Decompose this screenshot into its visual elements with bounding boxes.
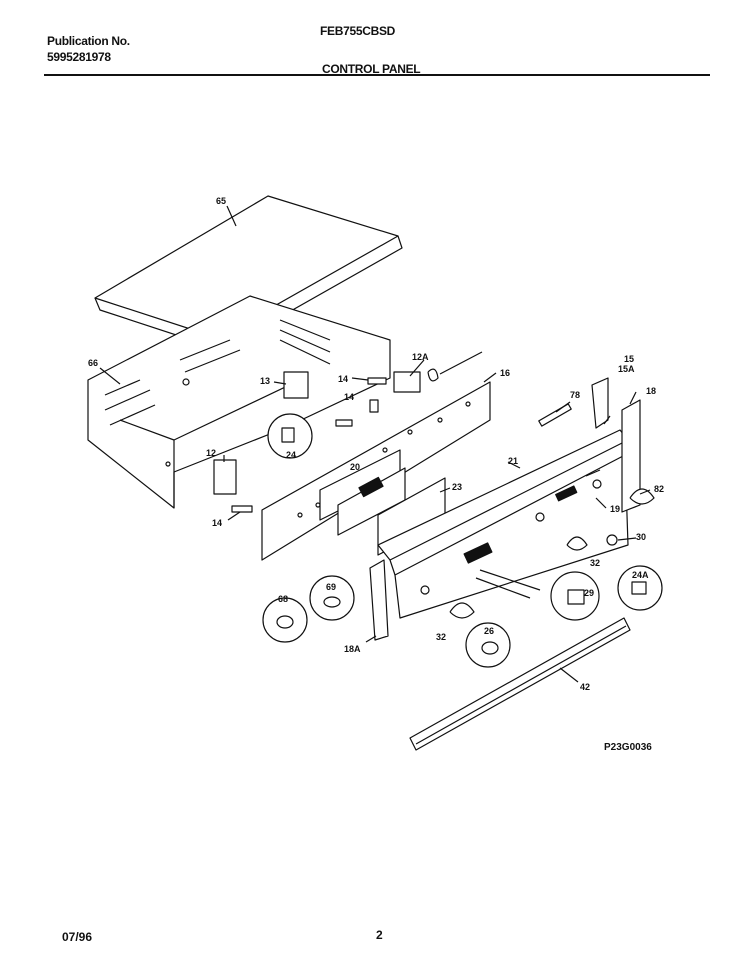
- callout-68: 68: [278, 594, 288, 604]
- connector-parts: [231, 377, 387, 513]
- callout-18: 18: [646, 386, 656, 396]
- knob-82: [629, 488, 655, 505]
- callout-30: 30: [636, 532, 646, 542]
- callout-69: 69: [326, 582, 336, 592]
- page-number: 2: [376, 928, 383, 942]
- callout-42: 42: [580, 682, 590, 692]
- switch-parts: [213, 351, 483, 495]
- callout-13: 13: [260, 376, 270, 386]
- trim-strip-part: [538, 403, 572, 427]
- side-bracket-part: [591, 377, 609, 429]
- callout-15A: 15A: [618, 364, 635, 374]
- callout-32-left: 32: [436, 632, 446, 642]
- publication-number: 5995281978: [47, 50, 111, 64]
- callout-82: 82: [654, 484, 664, 494]
- callout-14-mid: 14: [344, 392, 354, 402]
- callout-78: 78: [570, 390, 580, 400]
- section-title: CONTROL PANEL: [322, 62, 421, 76]
- footer-date: 07/96: [62, 930, 93, 944]
- callout-14-lower: 14: [212, 518, 222, 528]
- callout-20: 20: [350, 462, 360, 472]
- callout-16: 16: [500, 368, 510, 378]
- end-cap-part: [369, 399, 641, 641]
- drawing-code: P23G0036: [604, 742, 652, 753]
- callout-14-upper: 14: [338, 374, 348, 384]
- callout-18A: 18A: [344, 644, 361, 654]
- callout-21: 21: [508, 456, 518, 466]
- publication-label: Publication No.: [47, 34, 130, 48]
- callout-23: 23: [452, 482, 462, 492]
- knob-32b: [449, 602, 475, 619]
- callout-12A: 12A: [412, 352, 429, 362]
- callout-65: 65: [216, 196, 226, 206]
- washer-30: [606, 534, 618, 546]
- callout-labels: 65 66 12A 13 14 14 14 16 15 15A 18 78 24…: [88, 196, 664, 692]
- knob-32: [566, 536, 588, 551]
- callout-24A: 24A: [632, 570, 649, 580]
- model-number: FEB755CBSD: [320, 24, 396, 38]
- callout-32-right: 32: [590, 558, 600, 568]
- callout-66: 66: [88, 358, 98, 368]
- callout-19: 19: [610, 504, 620, 514]
- callout-29: 29: [584, 588, 594, 598]
- callout-26: 26: [484, 626, 494, 636]
- bottom-trim-part: [409, 617, 631, 751]
- header-rule: [44, 74, 710, 76]
- callout-24: 24: [286, 450, 296, 460]
- callout-15: 15: [624, 354, 634, 364]
- callout-12: 12: [206, 448, 216, 458]
